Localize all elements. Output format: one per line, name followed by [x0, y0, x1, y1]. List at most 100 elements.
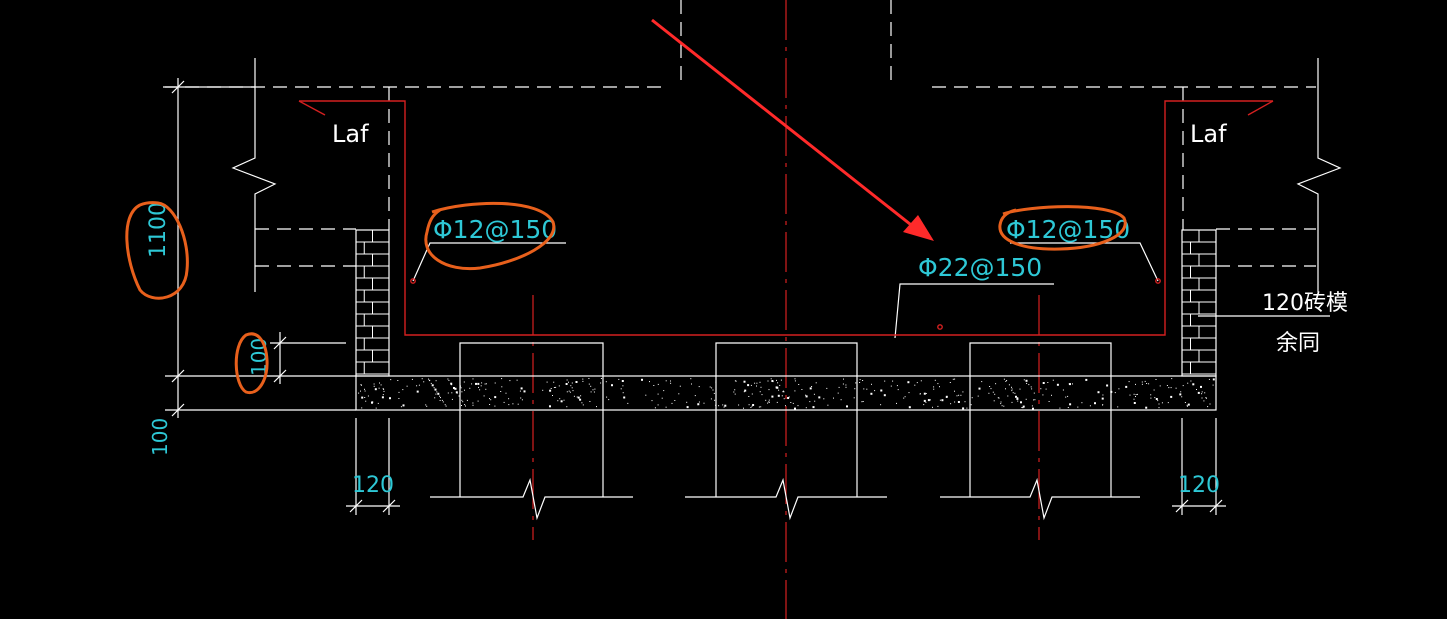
speckle-dot	[434, 397, 436, 399]
speckle-dot	[576, 396, 578, 398]
speckle-dot	[373, 383, 375, 385]
speckle-dot	[846, 405, 848, 408]
speckle-dot	[1204, 392, 1206, 394]
speckle-dot	[1150, 394, 1152, 396]
speckle-dot	[1031, 388, 1033, 390]
speckle-dot	[1150, 397, 1152, 399]
speckle-dot	[989, 386, 991, 387]
speckle-dot	[671, 402, 673, 404]
speckle-dot	[1106, 384, 1109, 387]
speckle-dot	[503, 401, 505, 403]
speckle-dot	[815, 382, 817, 384]
speckle-dot	[788, 396, 790, 398]
speckle-dot	[1200, 385, 1202, 388]
speckle-dot	[880, 404, 882, 406]
speckle-dot	[1011, 401, 1013, 403]
speckle-dot	[494, 382, 496, 384]
speckle-dot	[691, 383, 692, 385]
speckle-dot	[1155, 398, 1158, 400]
speckle-dot	[426, 405, 428, 407]
solid-linework	[165, 58, 1342, 521]
speckle-dot	[1021, 407, 1023, 408]
speckle-dot	[464, 404, 466, 406]
speckle-dot	[1042, 382, 1045, 384]
speckle-dot	[1190, 380, 1192, 382]
speckle-dot	[489, 404, 491, 405]
speckle-dot	[622, 385, 624, 387]
speckle-dot	[859, 379, 861, 381]
speckle-dot	[397, 380, 399, 381]
speckle-dot	[665, 380, 667, 382]
dim-tick-4	[273, 336, 287, 350]
speckle-dot	[896, 402, 897, 404]
speckle-dot	[933, 386, 935, 388]
cushion-speckle	[358, 378, 1215, 410]
speckle-dot	[771, 380, 774, 382]
speckle-dot	[678, 393, 680, 395]
speckle-dot	[444, 404, 446, 406]
speckle-dot	[874, 390, 876, 392]
speckle-dot	[962, 391, 964, 393]
speckle-dot	[1170, 395, 1173, 398]
speckle-dot	[1192, 383, 1195, 386]
speckle-dot	[519, 390, 521, 392]
laf-label-left: Laf	[332, 120, 369, 148]
speckle-dot	[1019, 388, 1021, 390]
laf-label-right: Laf	[1190, 120, 1227, 148]
speckle-dot	[1001, 405, 1003, 407]
speckle-dot	[1179, 393, 1182, 396]
speckle-dot	[550, 388, 552, 389]
speckle-dot	[1056, 383, 1059, 386]
speckle-dot	[903, 397, 905, 399]
speckle-dot	[805, 407, 807, 409]
speckle-dot	[546, 381, 548, 383]
speckle-dot	[981, 381, 983, 383]
dim-text-100-lower: 100	[148, 418, 172, 456]
speckle-dot	[406, 385, 408, 387]
markup-circle-rebar-right	[998, 205, 1127, 251]
speckle-dot	[1052, 379, 1054, 381]
speckle-dot	[923, 404, 925, 406]
speckle-dot	[577, 396, 580, 399]
speckle-dot	[620, 388, 622, 390]
speckle-dot	[697, 404, 699, 406]
speckle-dot	[779, 384, 781, 386]
speckle-dot	[581, 402, 583, 404]
speckle-dot	[1081, 402, 1083, 404]
speckle-dot	[718, 405, 720, 407]
speckle-dot	[776, 401, 778, 403]
speckle-dot	[600, 382, 602, 384]
speckle-dot	[1201, 397, 1203, 399]
speckle-dot	[549, 389, 552, 392]
speckle-dot	[756, 382, 758, 384]
speckle-dot	[428, 378, 429, 380]
speckle-dot	[934, 379, 936, 381]
speckle-dot	[553, 387, 555, 388]
speckle-dot	[594, 388, 596, 390]
speckle-dot	[734, 389, 736, 391]
speckle-dot	[957, 401, 960, 403]
speckle-dot	[665, 406, 667, 408]
speckle-dot	[941, 399, 944, 402]
speckle-dot	[593, 391, 595, 393]
speckle-dot	[714, 399, 716, 401]
speckle-dot	[437, 392, 440, 395]
speckle-dot	[416, 385, 418, 387]
speckle-dot	[782, 391, 784, 393]
speckle-dot	[715, 404, 717, 406]
speckle-dot	[430, 382, 432, 384]
speckle-dot	[1207, 406, 1209, 408]
speckle-dot	[1157, 400, 1159, 402]
rebar-point-right	[1155, 278, 1161, 284]
speckle-dot	[566, 379, 568, 381]
dashed-outlines	[163, 0, 1316, 267]
speckle-dot	[489, 398, 490, 400]
speckle-dot	[477, 400, 479, 402]
speckle-dot	[993, 400, 995, 402]
speckle-dot	[1167, 402, 1169, 404]
speckle-dot	[1005, 380, 1007, 382]
speckle-dot	[494, 396, 497, 399]
brick-note-line2: 余同	[1276, 331, 1320, 356]
speckle-dot	[801, 389, 803, 390]
